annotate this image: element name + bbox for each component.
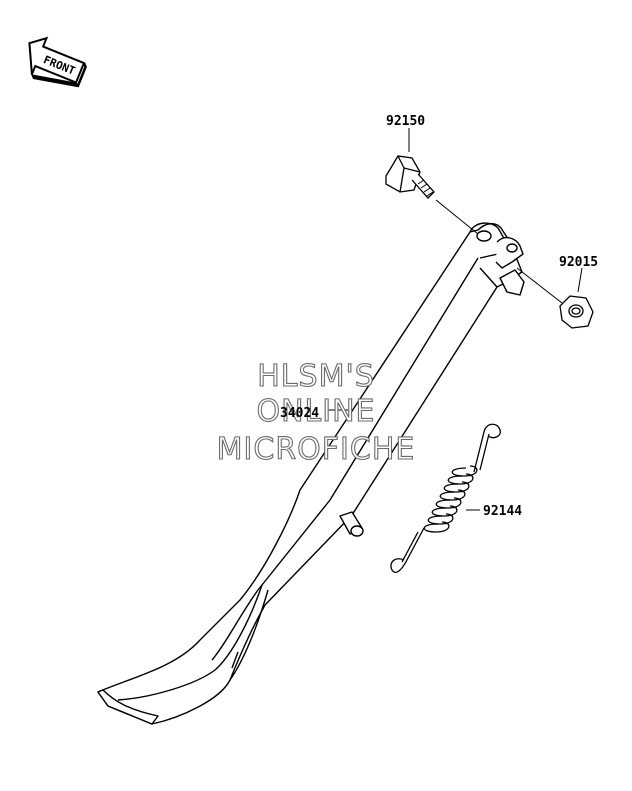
watermark-line2: ONLINE bbox=[256, 394, 375, 429]
bolt bbox=[385, 155, 435, 199]
nut-leader-line bbox=[516, 267, 563, 304]
part-label-92144: 92144 bbox=[483, 504, 522, 519]
watermark-line1: HLSM'S bbox=[257, 359, 375, 394]
part-label-92015: 92015 bbox=[559, 255, 598, 270]
bolt-leader-line bbox=[435, 199, 479, 235]
front-arrow-icon: FRONT bbox=[28, 36, 87, 88]
watermark-line3: MICROFICHE bbox=[217, 432, 416, 467]
side-stand bbox=[97, 222, 525, 725]
spring bbox=[390, 423, 501, 573]
part-label-34024: 34024 bbox=[280, 406, 319, 421]
part-label-92150: 92150 bbox=[386, 114, 425, 129]
watermark: HLSM'S ONLINE MICROFICHE bbox=[216, 358, 416, 467]
nut bbox=[559, 295, 594, 329]
nut-label-line bbox=[577, 267, 583, 293]
